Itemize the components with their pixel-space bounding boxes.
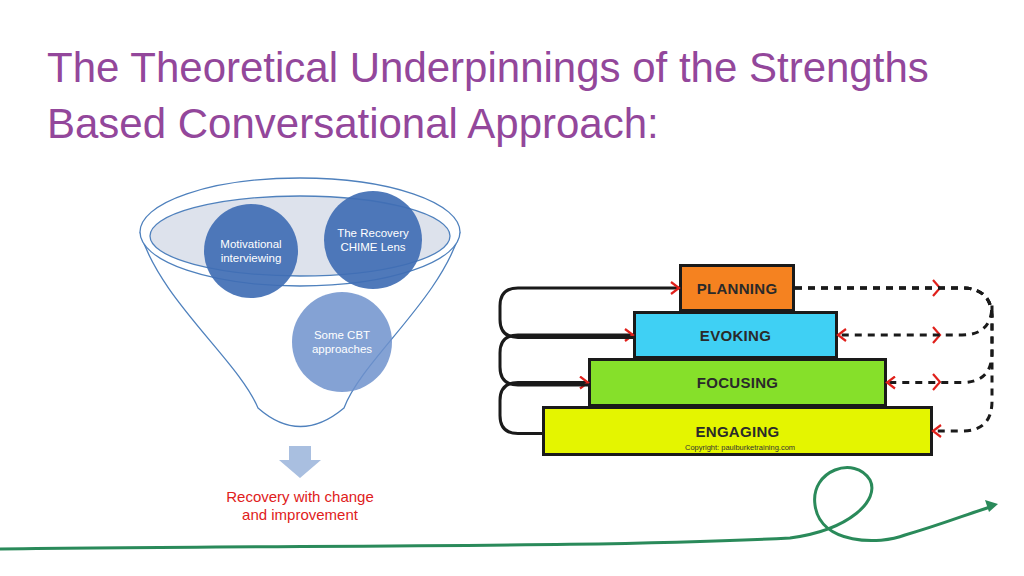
stage-box: PLANNING [679, 264, 795, 312]
outcome-label: Recovery with change and improvement [215, 488, 385, 524]
green-swoosh [0, 468, 990, 549]
node-text: EVOKING [700, 327, 771, 344]
return-arrow [795, 288, 992, 431]
node-text: PLANNING [697, 280, 778, 297]
node-text: Motivational interviewing [212, 237, 290, 265]
progress-arrow [500, 288, 679, 337]
stage-box: FOCUSING [588, 358, 887, 407]
progress-arrow [500, 383, 588, 434]
return-arrow [795, 288, 992, 383]
stage-box: EVOKING [633, 311, 838, 359]
node-text: ENGAGING [695, 423, 779, 440]
progress-arrow [500, 335, 633, 385]
copyright-note: Copyright: paulburketraining.com [685, 443, 795, 452]
return-arrow [795, 288, 992, 335]
swoosh-head [985, 500, 998, 512]
slide-title: The Theoretical Underpinnings of the Str… [47, 40, 957, 152]
node-text: FOCUSING [697, 374, 779, 391]
node-text: Some CBT approaches [300, 328, 384, 356]
down-arrow [279, 446, 321, 478]
stage-box: ENGAGING Copyright: paulburketraining.com [542, 406, 933, 456]
method-circle: The Recovery CHIME Lens [324, 191, 422, 289]
method-circle: Some CBT approaches [292, 292, 392, 392]
method-circle: Motivational interviewing [204, 204, 298, 298]
node-text: The Recovery CHIME Lens [332, 226, 414, 254]
